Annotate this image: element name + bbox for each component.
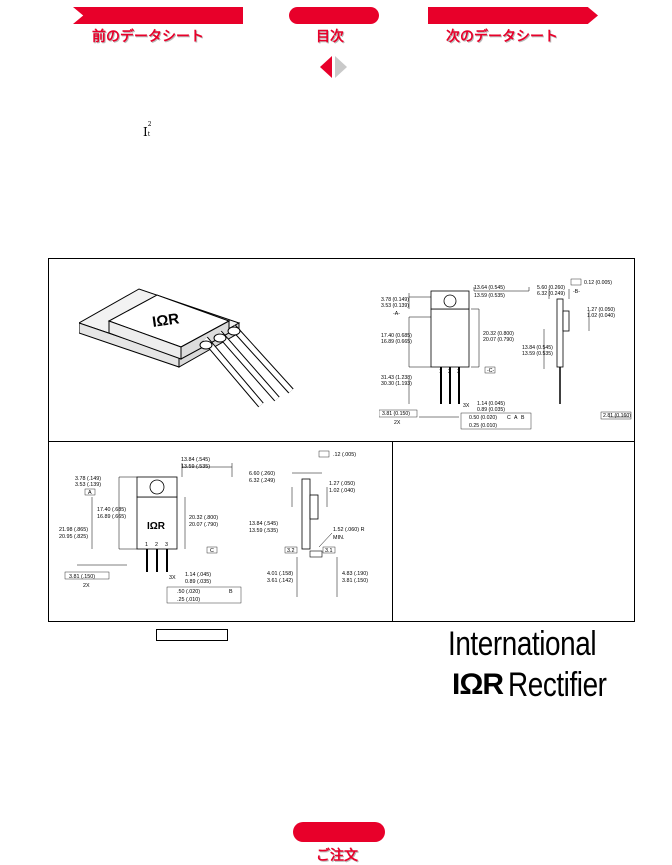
prev-datasheet-link[interactable]: 前のデータシート: [92, 29, 204, 45]
svg-text:30.30 (1.193): 30.30 (1.193): [381, 381, 412, 387]
svg-text:B: B: [521, 415, 525, 421]
svg-text:17.40 (.685): 17.40 (.685): [97, 507, 126, 513]
toc-link[interactable]: 目次: [316, 29, 344, 45]
svg-text:0.89 (0.035): 0.89 (0.035): [477, 407, 505, 413]
svg-text:0.25 (0.010): 0.25 (0.010): [469, 423, 497, 429]
svg-text:13.59 (0.535): 13.59 (0.535): [522, 351, 553, 357]
svg-text:1.02 (.040): 1.02 (.040): [329, 488, 355, 494]
i2t-formula: I 2 t: [143, 121, 152, 139]
svg-text:A: A: [514, 415, 518, 421]
package-drawing-1: 3.78 (0.149) 3.53 (0.139) -A- 13.64 (0.5…: [379, 278, 631, 430]
svg-text:3.53 (0.139): 3.53 (0.139): [381, 303, 409, 309]
package-drawings-frame: IΩR 3.78 (0.149) 3.53 (0.139) -A- 13.64 …: [48, 258, 635, 622]
svg-text:3X: 3X: [463, 403, 470, 409]
svg-text:2.81 (0.160): 2.81 (0.160): [603, 413, 631, 419]
next-datasheet-link[interactable]: 次のデータシート: [446, 29, 558, 45]
order-button[interactable]: [293, 822, 385, 842]
package-3d-illustration: IΩR: [79, 288, 294, 408]
svg-text:B: B: [229, 589, 233, 595]
svg-text:1.14 (0.045): 1.14 (0.045): [477, 401, 505, 407]
svg-text:-B-: -B-: [573, 289, 580, 295]
toc-bar[interactable]: [289, 7, 379, 24]
svg-text:-A-: -A-: [393, 311, 400, 317]
brand-rectifier: Rectifier: [508, 666, 607, 704]
prev-datasheet-bar[interactable]: [73, 7, 243, 24]
ir-brand-logo-icon: IΩR: [452, 668, 504, 701]
svg-text:2X: 2X: [394, 420, 401, 426]
svg-text:.25 (.010): .25 (.010): [177, 597, 200, 603]
svg-text:3: 3: [457, 369, 460, 375]
svg-text:31.43 (1.238): 31.43 (1.238): [381, 375, 412, 381]
svg-text:3.1: 3.1: [325, 548, 333, 554]
svg-text:6.32 (0.249): 6.32 (0.249): [537, 291, 565, 297]
svg-text:1: 1: [145, 542, 148, 548]
svg-text:2: 2: [155, 542, 158, 548]
ir-logo-icon: IΩR: [151, 310, 180, 331]
svg-text:21.98 (.865): 21.98 (.865): [59, 527, 88, 533]
svg-text:1.02 (0.040): 1.02 (0.040): [587, 313, 615, 319]
svg-text:13.64 (0.545): 13.64 (0.545): [474, 285, 505, 291]
svg-text:-C-: -C-: [487, 368, 494, 374]
order-label[interactable]: ご注文: [316, 848, 358, 864]
svg-text:20.32 (.800): 20.32 (.800): [189, 515, 218, 521]
svg-text:1: 1: [439, 369, 442, 375]
link-box[interactable]: [156, 629, 228, 641]
svg-text:.50 (.020): .50 (.020): [177, 589, 200, 595]
svg-text:5.60 (0.260): 5.60 (0.260): [537, 285, 565, 291]
svg-text:13.59 (.535): 13.59 (.535): [181, 464, 210, 470]
svg-text:3.81 (.150): 3.81 (.150): [69, 574, 95, 580]
svg-text:1.27 (.050): 1.27 (.050): [329, 481, 355, 487]
svg-text:13.59 (.535): 13.59 (.535): [249, 528, 278, 534]
svg-text:13.84 (.545): 13.84 (.545): [249, 521, 278, 527]
svg-text:1.27 (0.050): 1.27 (0.050): [587, 307, 615, 313]
svg-text:4.01 (.158): 4.01 (.158): [267, 571, 293, 577]
svg-text:13.84 (0.545): 13.84 (0.545): [522, 345, 553, 351]
svg-text:20.07 (0.790): 20.07 (0.790): [483, 337, 514, 343]
brand-international: International: [448, 625, 597, 663]
svg-text:0.50 (0.020): 0.50 (0.020): [469, 415, 497, 421]
svg-text:C: C: [507, 415, 511, 421]
svg-text:3X: 3X: [169, 575, 176, 581]
svg-text:3.81 (.150): 3.81 (.150): [342, 578, 368, 584]
svg-text:3.81 (0.150): 3.81 (0.150): [382, 411, 410, 417]
svg-text:16.89 (.665): 16.89 (.665): [97, 514, 126, 520]
svg-text:3.2: 3.2: [287, 548, 295, 554]
svg-text:A: A: [88, 490, 92, 496]
ir-logo-small-icon: IΩR: [147, 521, 166, 532]
svg-text:17.40 (0.685): 17.40 (0.685): [381, 333, 412, 339]
svg-text:13.59 (0.535): 13.59 (0.535): [474, 293, 505, 299]
svg-text:20.32 (0.800): 20.32 (0.800): [483, 331, 514, 337]
svg-text:2: 2: [448, 369, 451, 375]
svg-text:3.78 (.149): 3.78 (.149): [75, 476, 101, 482]
svg-text:13.84 (.545): 13.84 (.545): [181, 457, 210, 463]
next-page-arrow-icon[interactable]: [335, 56, 347, 78]
svg-text:20.07 (.790): 20.07 (.790): [189, 522, 218, 528]
svg-text:1.52 (.060) R: 1.52 (.060) R: [333, 527, 365, 533]
prev-page-arrow-icon[interactable]: [320, 56, 332, 78]
svg-text:6.32 (.249): 6.32 (.249): [249, 478, 275, 484]
svg-text:3: 3: [165, 542, 168, 548]
svg-text:C: C: [210, 548, 214, 554]
svg-text:0.12 (0.005): 0.12 (0.005): [584, 280, 612, 286]
package-drawing-2: IΩR 3.78 (.149) 3.53 (.139) A 13.84 (.54…: [59, 450, 368, 604]
next-datasheet-bar[interactable]: [428, 7, 598, 24]
svg-text:1.14 (.045): 1.14 (.045): [185, 572, 211, 578]
svg-text:MIN.: MIN.: [333, 535, 344, 541]
svg-text:0.89 (.035): 0.89 (.035): [185, 579, 211, 585]
svg-text:16.89 (0.665): 16.89 (0.665): [381, 339, 412, 345]
svg-text:2X: 2X: [83, 583, 90, 589]
svg-text:3.53 (.139): 3.53 (.139): [75, 482, 101, 488]
svg-text:6.60 (.260): 6.60 (.260): [249, 471, 275, 477]
svg-text:3.61 (.142): 3.61 (.142): [267, 578, 293, 584]
svg-text:20.95 (.825): 20.95 (.825): [59, 534, 88, 540]
svg-text:3.78 (0.149): 3.78 (0.149): [381, 297, 409, 303]
svg-text:.12 (.005): .12 (.005): [333, 452, 356, 458]
svg-text:4.83 (.190): 4.83 (.190): [342, 571, 368, 577]
